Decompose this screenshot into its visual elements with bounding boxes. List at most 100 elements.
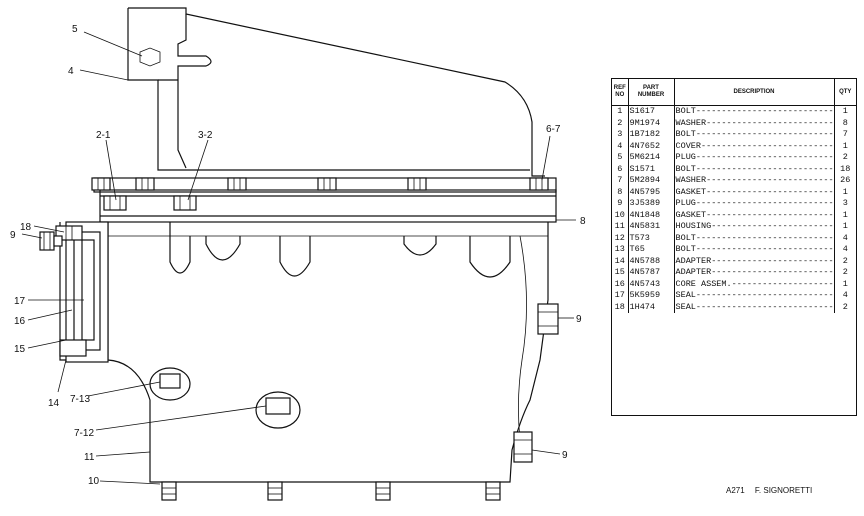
callout-labels: 5 4 2-1 3-2 6-7 8 18 9 17 16 15 14 7-13 … (10, 24, 586, 487)
table-row: 31B7182BOLT-----------------------------… (612, 129, 856, 141)
callout-9-right-lower: 9 (562, 450, 568, 461)
row-description: WASHER--------------------------- (674, 117, 835, 129)
row-ref-no: 9 (612, 198, 629, 210)
drawing-footer: A271 F. SIGNORETTI (726, 486, 820, 495)
flange-bolts (91, 177, 549, 211)
row-ref-no: 18 (612, 301, 629, 313)
table-row: 44N7652COVER----------------------------… (612, 140, 856, 152)
row-description: GASKET------------------------------- (674, 209, 835, 221)
row-ref-no: 11 (612, 221, 629, 233)
row-part-number: 4N1848 (628, 209, 675, 221)
callout-2-1: 2-1 (96, 130, 111, 141)
plug-left (39, 231, 63, 251)
housing (107, 222, 549, 483)
leader-lines (21, 31, 576, 485)
row-part-number: 4N5795 (628, 186, 675, 198)
table-row: 12T573BOLT------------------------------… (612, 232, 856, 244)
row-description: BOLT----------------------------------- (674, 129, 835, 141)
callout-10: 10 (88, 476, 100, 487)
row-description: BOLT----------------------------------- (674, 244, 835, 256)
callout-3-2: 3-2 (198, 130, 213, 141)
row-part-number: 5M6214 (628, 152, 675, 164)
row-qty: 1 (842, 106, 848, 117)
table-row: 181H474SEAL-----------------------------… (612, 301, 856, 313)
callout-16: 16 (14, 316, 26, 327)
table-row: 75M2894WASHER---------------------------… (612, 175, 856, 187)
table-row: 1S1617BOLT------------------------------… (612, 105, 856, 118)
row-description: CORE ASSEM.------------------------ (674, 278, 835, 290)
row-description: BOLT---------------------------------- (674, 105, 835, 118)
callout-8: 8 (580, 216, 586, 227)
callout-6-7: 6-7 (546, 124, 561, 135)
row-qty: 18 (840, 163, 851, 174)
callout-11: 11 (84, 452, 95, 463)
row-ref-no: 7 (612, 175, 629, 187)
plug-hex-icon (139, 47, 161, 67)
row-part-number: 5M2894 (628, 175, 675, 187)
row-qty: 2 (842, 267, 848, 278)
bottom-studs (161, 481, 501, 501)
row-description: PLUG------------------------------------ (674, 198, 835, 210)
row-description: SEAL------------------------------------ (674, 301, 835, 313)
row-qty: 7 (842, 129, 848, 140)
row-qty: 4 (842, 290, 848, 301)
row-qty: 1 (842, 221, 848, 232)
row-part-number: T65 (628, 244, 675, 256)
callout-17: 17 (14, 296, 26, 307)
row-ref-no: 16 (612, 278, 629, 290)
row-ref-no: 1 (612, 105, 629, 118)
row-qty: 1 (842, 209, 848, 220)
row-description: WASHER------------------------------- (674, 175, 835, 187)
row-part-number: 1H474 (628, 301, 675, 313)
callout-5: 5 (72, 24, 78, 35)
row-ref-no: 10 (612, 209, 629, 221)
row-ref-no: 3 (612, 129, 629, 141)
table-row: 55M6214PLUG-----------------------------… (612, 152, 856, 164)
row-description: BOLT----------------------------------- (674, 163, 835, 175)
callout-7-12: 7-12 (74, 428, 94, 439)
table-row: 6S1571BOLT------------------------------… (612, 163, 856, 175)
callout-14: 14 (48, 398, 60, 409)
row-qty: 8 (842, 117, 848, 128)
drawing-author: F. SIGNORETTI (754, 486, 813, 495)
row-ref-no: 6 (612, 163, 629, 175)
row-part-number: 9M1974 (628, 117, 675, 129)
header-ref-no: REF NO (612, 79, 629, 106)
callout-7-13: 7-13 (70, 394, 90, 405)
row-part-number: T573 (628, 232, 675, 244)
header-qty: QTY (834, 79, 856, 106)
row-qty: 1 (842, 278, 848, 289)
callout-9-right-upper: 9 (576, 314, 582, 325)
row-description: PLUG----------------------------------- (674, 152, 835, 164)
core-assembly (55, 221, 109, 363)
parts-table-body: 1S1617BOLT------------------------------… (612, 105, 856, 313)
row-ref-no: 5 (612, 152, 629, 164)
row-ref-no: 15 (612, 267, 629, 279)
row-qty: 1 (842, 186, 848, 197)
row-description: BOLT----------------------------------- (674, 232, 835, 244)
row-part-number: 4N5743 (628, 278, 675, 290)
drawing-code: A271 (726, 486, 745, 495)
row-part-number: 3J5389 (628, 198, 675, 210)
row-part-number: 1B7182 (628, 129, 675, 141)
plug-right-upper (537, 303, 559, 335)
row-description: HOUSING----------------------------- (674, 221, 835, 233)
row-qty: 3 (842, 198, 848, 209)
row-qty: 4 (842, 244, 848, 255)
row-ref-no: 17 (612, 290, 629, 302)
upper-cover (127, 7, 545, 177)
table-row: 13T65BOLT-------------------------------… (612, 244, 856, 256)
row-description: SEAL------------------------------------ (674, 290, 835, 302)
callout-15: 15 (14, 344, 26, 355)
row-ref-no: 8 (612, 186, 629, 198)
table-row: 84N5795GASKET---------------------------… (612, 186, 856, 198)
header-part-number: PART NUMBER (628, 79, 675, 106)
row-description: GASKET------------------------------- (674, 186, 835, 198)
table-row: 104N1848GASKET--------------------------… (612, 209, 856, 221)
table-row: 93J5389PLUG-----------------------------… (612, 198, 856, 210)
